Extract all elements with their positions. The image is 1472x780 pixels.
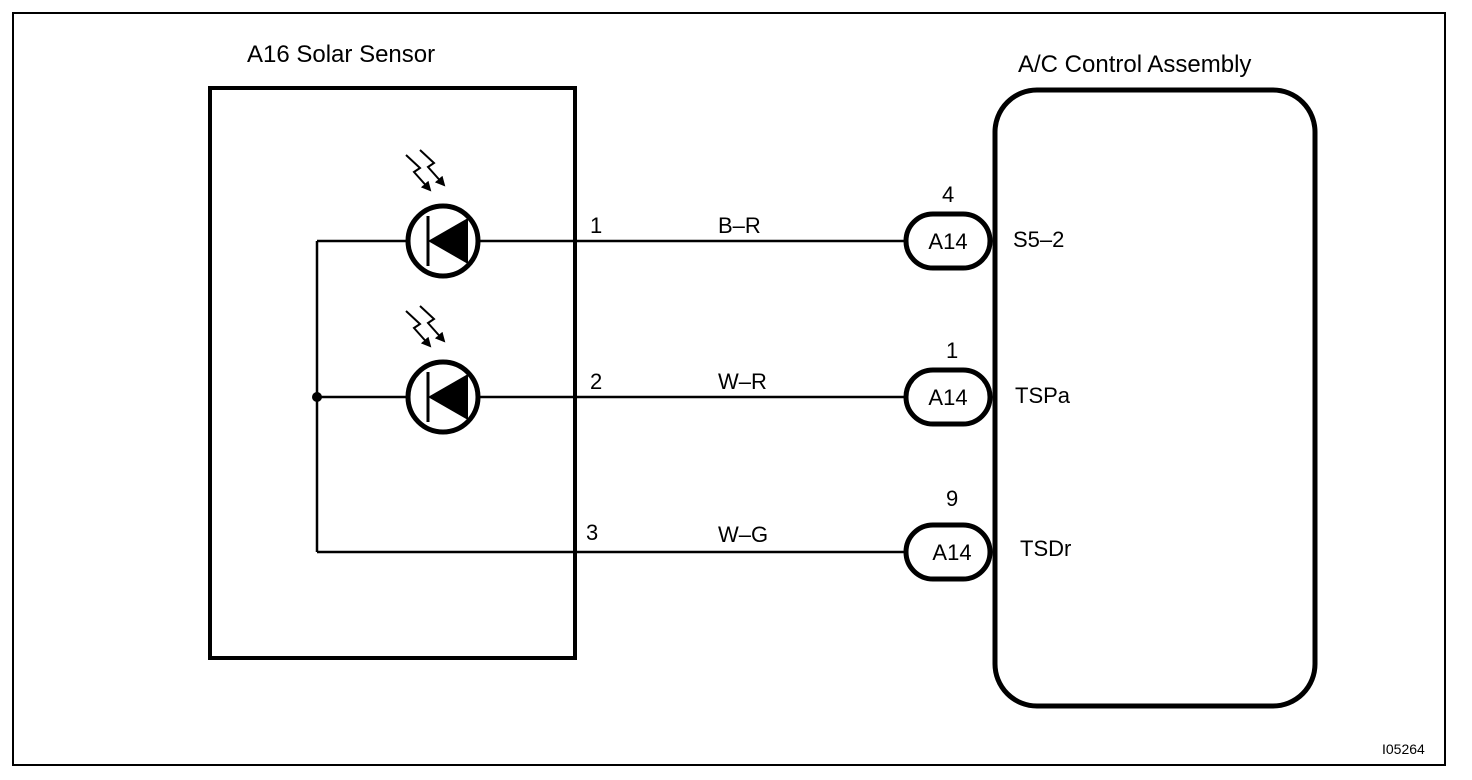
controller-box — [992, 87, 1318, 709]
connector-3 — [903, 522, 993, 582]
figure-id: I05264 — [1382, 741, 1425, 757]
wire-color-1: B–R — [718, 213, 761, 238]
controller-title: A/C Control Assembly — [1018, 51, 1251, 78]
connector-pin-1: 4 — [942, 182, 954, 207]
light-arrow-icon — [405, 305, 446, 348]
figure-frame — [12, 12, 1446, 766]
wire-color-3: W–G — [718, 522, 768, 547]
terminal-2: TSPa — [1015, 383, 1071, 408]
connector-code-2: A14 — [928, 385, 967, 410]
sensor-pin-3: 3 — [586, 520, 598, 545]
connector-pin-2: 1 — [946, 338, 958, 363]
wire-1: 1 B–R A14 4 S5–2 — [476, 182, 1064, 271]
sensor-pin-2: 2 — [590, 369, 602, 394]
connector-code-3: A14 — [932, 540, 971, 565]
sensor-box — [208, 86, 577, 660]
photodiode-2 — [405, 305, 481, 435]
wire-color-2: W–R — [718, 369, 767, 394]
terminal-3: TSDr — [1020, 536, 1071, 561]
wire-3: 3 W–G A14 9 TSDr — [317, 486, 1071, 582]
connector-pin-3: 9 — [946, 486, 958, 511]
connector-2 — [903, 367, 993, 427]
wire-2: 2 W–R A14 1 TSPa — [476, 338, 1071, 427]
sensor-title: A16 Solar Sensor — [247, 41, 435, 68]
sensor-internal-wiring — [315, 239, 410, 552]
connector-code-1: A14 — [928, 229, 967, 254]
photodiode-1 — [405, 149, 481, 279]
sensor-pin-1: 1 — [590, 213, 602, 238]
light-arrow-icon — [405, 149, 446, 192]
connector-1 — [903, 211, 993, 271]
junction-dot — [312, 392, 322, 402]
terminal-1: S5–2 — [1013, 227, 1064, 252]
